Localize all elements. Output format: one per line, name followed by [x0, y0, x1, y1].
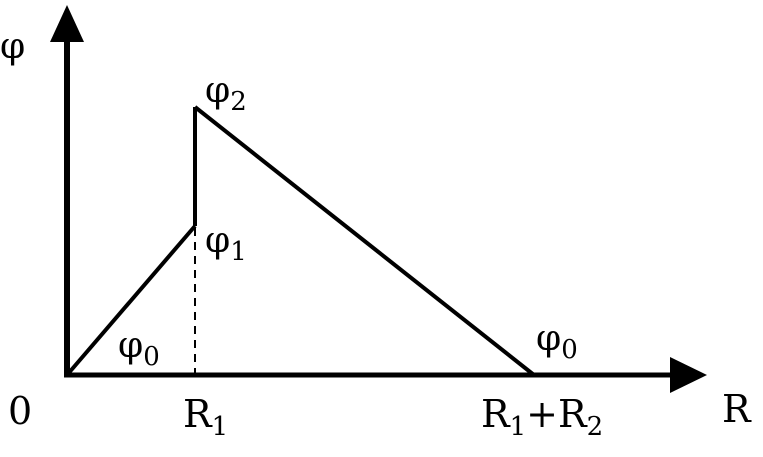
rising-segment — [65, 224, 197, 377]
origin-label: 0 — [8, 389, 32, 433]
phi1-label: φ1 — [205, 220, 247, 267]
r1-plus-r2-tick-label: R1+R2 — [481, 392, 603, 442]
x-axis-arrowhead — [670, 357, 707, 393]
r1-tick-label: R1 — [183, 392, 228, 442]
phi0-right-label: φ0 — [536, 318, 578, 365]
phi0-left-label: φ0 — [118, 325, 160, 372]
y-axis-arrowhead — [50, 5, 84, 42]
y-axis-label: φ — [0, 26, 25, 67]
falling-segment — [193, 105, 536, 377]
phi2-label: φ2 — [205, 70, 247, 117]
x-axis-label: R — [722, 387, 752, 431]
